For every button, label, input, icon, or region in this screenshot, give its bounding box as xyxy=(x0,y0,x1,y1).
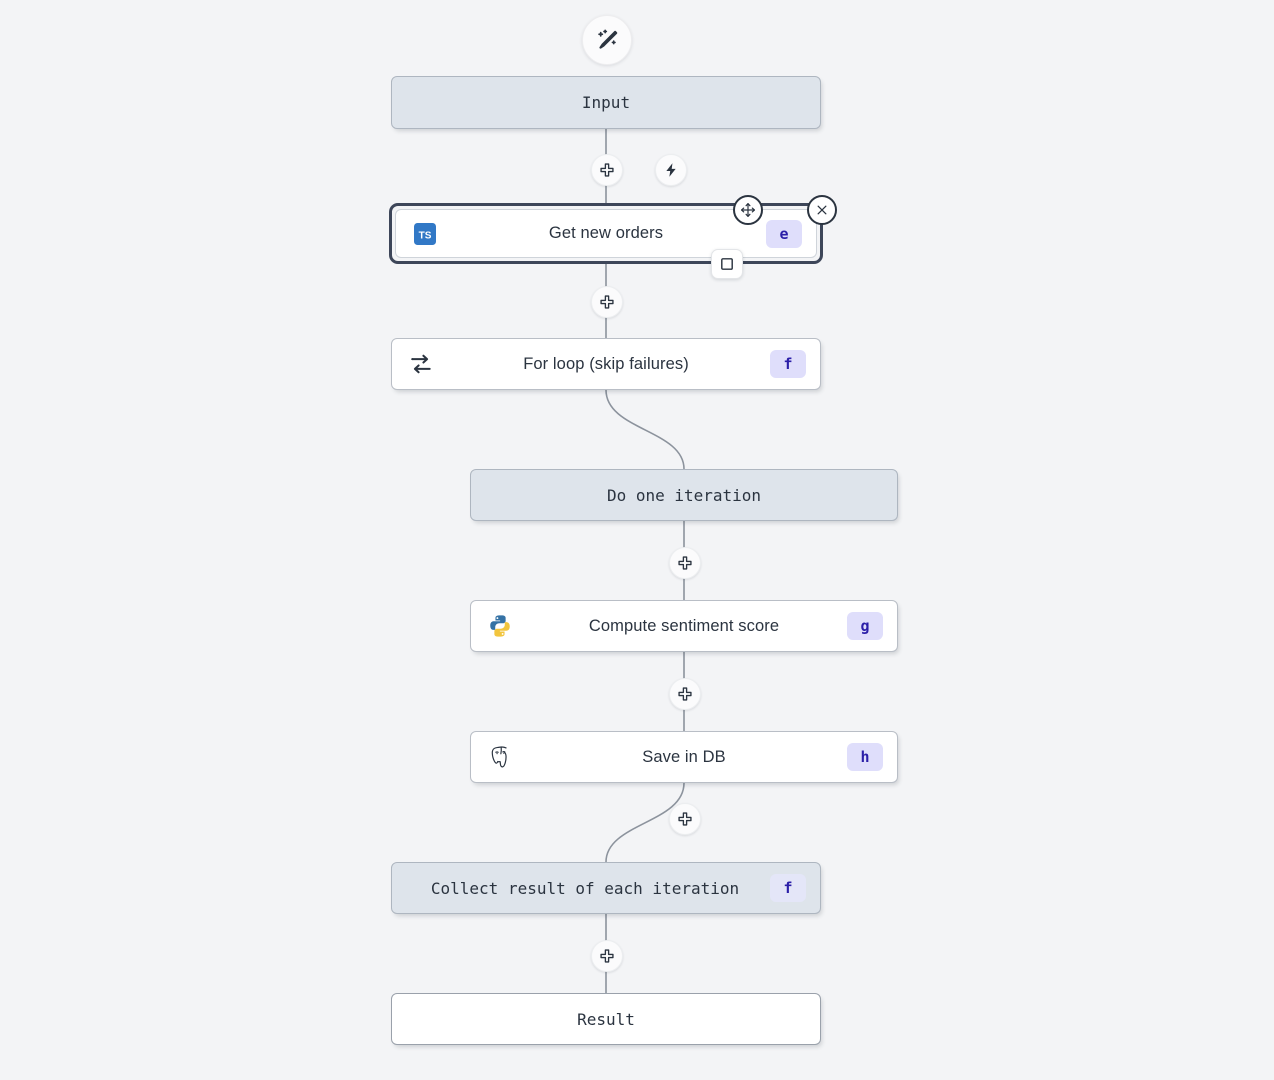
add-step-button-after-save-in-db[interactable] xyxy=(669,803,701,835)
trigger-button-after-input[interactable] xyxy=(655,154,687,186)
checkbox-unchecked-icon xyxy=(719,256,735,272)
move-handle-get-new-orders[interactable] xyxy=(733,195,763,225)
node-save-in-db-badge: h xyxy=(847,743,883,771)
move-icon xyxy=(740,202,756,218)
plus-icon xyxy=(599,294,615,310)
plus-icon xyxy=(677,811,693,827)
node-for-loop[interactable]: For loop (skip failures) f xyxy=(391,338,821,390)
magic-wand-icon xyxy=(594,27,620,53)
node-result[interactable]: Result xyxy=(391,993,821,1045)
typescript-icon: TS xyxy=(412,221,438,247)
add-step-button-after-do-one-iteration[interactable] xyxy=(669,547,701,579)
plus-icon xyxy=(677,555,693,571)
plus-icon xyxy=(599,162,615,178)
loop-icon xyxy=(408,351,434,377)
node-input-label: Input xyxy=(581,93,631,112)
add-step-button-after-input[interactable] xyxy=(591,154,623,186)
svg-text:TS: TS xyxy=(419,230,432,241)
delete-handle-get-new-orders[interactable] xyxy=(807,195,837,225)
node-compute-sentiment-score-badge: g xyxy=(847,612,883,640)
node-collect-result[interactable]: Collect result of each iteration f xyxy=(391,862,821,914)
edge-for-loop-to-do-one-iteration xyxy=(605,389,685,470)
lightning-icon xyxy=(663,162,679,178)
python-icon xyxy=(487,613,513,639)
node-do-one-iteration-label: Do one iteration xyxy=(606,485,762,505)
add-step-button-after-collect-result[interactable] xyxy=(591,940,623,972)
node-collect-result-badge: f xyxy=(770,874,806,902)
node-input[interactable]: Input xyxy=(391,76,821,129)
plus-icon xyxy=(599,948,615,964)
postgresql-icon xyxy=(487,744,513,770)
select-checkbox-get-new-orders[interactable] xyxy=(711,249,743,279)
close-icon xyxy=(815,203,829,217)
add-step-button-after-get-new-orders[interactable] xyxy=(591,286,623,318)
node-save-in-db-label: Save in DB xyxy=(642,747,726,766)
node-compute-sentiment-score[interactable]: Compute sentiment score g xyxy=(470,600,898,652)
add-step-button-after-compute-score[interactable] xyxy=(669,678,701,710)
node-do-one-iteration[interactable]: Do one iteration xyxy=(470,469,898,521)
node-for-loop-label: For loop (skip failures) xyxy=(523,354,689,373)
node-get-new-orders-badge: e xyxy=(766,219,802,248)
node-for-loop-badge: f xyxy=(770,350,806,378)
node-get-new-orders-label: Get new orders xyxy=(548,224,664,242)
node-save-in-db[interactable]: Save in DB h xyxy=(470,731,898,783)
node-compute-sentiment-score-label: Compute sentiment score xyxy=(588,616,780,635)
node-collect-result-label: Collect result of each iteration xyxy=(430,878,740,898)
ai-wand-button[interactable] xyxy=(582,15,632,65)
node-result-label: Result xyxy=(577,1009,635,1029)
plus-icon xyxy=(677,686,693,702)
